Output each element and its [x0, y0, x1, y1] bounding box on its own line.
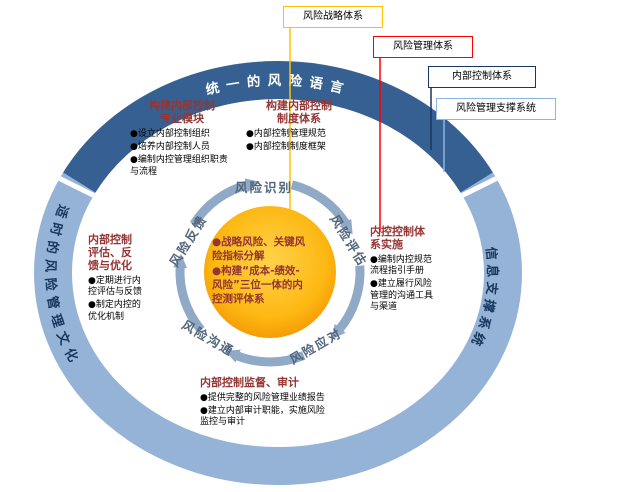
block-item: ●内部控制制度框架 — [246, 142, 326, 153]
block-item: ●编制内控管理组织职责与流程 — [130, 155, 228, 177]
block-supervision-audit: 内部控制监督、审计 ●提供完整的风险管理业绩报告 ●建立内部审计职能，实施风险监… — [200, 376, 332, 431]
cycle-label-communicate: 风险沟通 — [179, 317, 237, 359]
ring-gap-left — [58, 176, 95, 198]
block-item: ●建立履行风险管理的沟通工具与渠道 — [370, 279, 434, 312]
block-title: 内部控制评估、反馈与优化 — [88, 233, 132, 272]
block-professional-module: 构建内部控制专业模块 ●设立内部控制组织 ●培养内部控制人员 ●编制内控管理组织… — [130, 99, 234, 180]
center-circle-text: ●战略风险、关键风险指标分解 ●构建“成本-绩效-风险”三位一体的内控测评体系 — [212, 236, 310, 308]
legend-risk-strategy-system: 风险战略体系 — [283, 6, 383, 28]
block-title: 内部控制监督、审计 — [200, 376, 299, 389]
block-title: 构建内部控制专业模块 — [149, 99, 215, 125]
center-item: ●构建“成本-绩效-风险”三位一体的内控测评体系 — [212, 265, 303, 305]
legend-risk-management-system: 风险管理体系 — [373, 36, 473, 58]
block-system-implementation: 内控控制体系实施 ●编制内控规范流程指引手册 ●建立履行风险管理的沟通工具与渠道 — [370, 225, 434, 315]
block-item: ●内部控制管理规范 — [246, 128, 326, 139]
block-title: 构建内部控制制度体系 — [266, 99, 332, 125]
block-item: ●制定内控的优化机制 — [88, 300, 141, 322]
ring-top-arc — [63, 61, 493, 193]
risk-cycle-arrow — [189, 178, 260, 227]
legend-internal-control-system: 内部控制体系 — [428, 66, 536, 88]
block-item: ●编制内控规范流程指引手册 — [370, 254, 432, 277]
block-item: ●设立内部控制组织 — [130, 128, 210, 139]
risk-cycle-arrow — [225, 349, 306, 367]
ring-gap-right — [461, 176, 498, 198]
block-evaluation-feedback: 内部控制评估、反馈与优化 ●定期进行内控评估与反馈 ●制定内控的优化机制 — [88, 233, 146, 325]
risk-cycle-arrow — [331, 265, 365, 340]
cycle-label-feedback: 风险反馈 — [166, 212, 209, 269]
center-item: ●战略风险、关键风险指标分解 — [212, 236, 306, 262]
center-circle — [204, 206, 336, 338]
block-institution-system: 构建内部控制制度体系 ●内部控制管理规范 ●内部控制制度框架 — [246, 99, 352, 155]
block-title: 内控控制体系实施 — [370, 225, 425, 251]
risk-cycle-arrow — [173, 253, 205, 333]
block-item: ●定期进行内控评估与反馈 — [88, 275, 143, 298]
cycle-label-identify: 风险识别 — [235, 180, 293, 195]
risk-cycle-arrow — [290, 180, 353, 235]
block-item: ●培养内部控制人员 — [130, 142, 210, 153]
block-item: ●建立内部审计职能，实施风险监控与审计 — [200, 406, 325, 428]
block-item: ●提供完整的风险管理业绩报告 — [200, 392, 325, 403]
legend-risk-support-system: 风险管理支撑系统 — [436, 98, 556, 120]
